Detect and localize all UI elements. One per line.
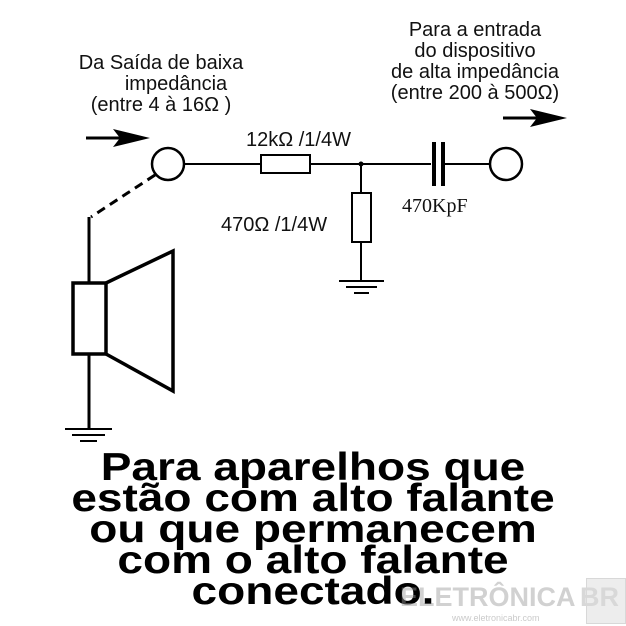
input-label: Da Saída de baixa impedância (entre 4 à … bbox=[56, 53, 266, 116]
caption: Para aparelhos que estão com alto falant… bbox=[0, 446, 626, 613]
capacitor-icon bbox=[432, 142, 445, 186]
caption-line2: estão com alto falante bbox=[71, 477, 555, 520]
output-label-line3: de alta impedância bbox=[391, 61, 559, 83]
output-label-line1: Para a entrada bbox=[408, 19, 542, 41]
output-arrow-icon bbox=[503, 109, 567, 127]
output-terminal-icon bbox=[488, 146, 524, 182]
caption-line5: conectado. bbox=[191, 570, 435, 613]
series-resistor-icon bbox=[260, 154, 311, 174]
output-label-line2: do dispositivo bbox=[414, 40, 536, 62]
watermark-brand: ELETRÔNICA bbox=[400, 582, 576, 612]
watermark-brand-suffix: BR bbox=[580, 582, 619, 612]
input-label-line2: impedância bbox=[124, 73, 228, 95]
caption-line4: com o alto falante bbox=[117, 539, 509, 582]
watermark-url: www.eletronicabr.com bbox=[452, 613, 540, 623]
series-resistor-label: 12kΩ /1/4W bbox=[246, 129, 351, 151]
ground-icon bbox=[339, 280, 384, 294]
shunt-resistor-icon bbox=[351, 192, 372, 243]
input-label-line1: Da Saída de baixa bbox=[78, 52, 244, 74]
input-terminal-icon bbox=[150, 146, 186, 182]
output-label: Para a entrada do dispositivo de alta im… bbox=[360, 20, 590, 104]
chip-logo-icon bbox=[586, 578, 626, 624]
capacitor-label: 470KpF bbox=[402, 195, 468, 217]
input-arrow-icon bbox=[86, 129, 150, 147]
speaker-icon bbox=[71, 248, 175, 394]
switch-dashed-line bbox=[90, 173, 156, 219]
caption-line1: Para aparelhos que bbox=[100, 446, 526, 489]
watermark: ELETRÔNICA BR www.eletronicabr.com bbox=[400, 578, 626, 626]
output-label-line4: (entre 200 à 500Ω) bbox=[390, 82, 560, 104]
caption-line3: ou que permanecem bbox=[89, 508, 537, 551]
speaker-ground-icon bbox=[65, 428, 112, 442]
input-label-line3: (entre 4 à 16Ω ) bbox=[90, 94, 232, 116]
shunt-resistor-label: 470Ω /1/4W bbox=[221, 214, 328, 236]
